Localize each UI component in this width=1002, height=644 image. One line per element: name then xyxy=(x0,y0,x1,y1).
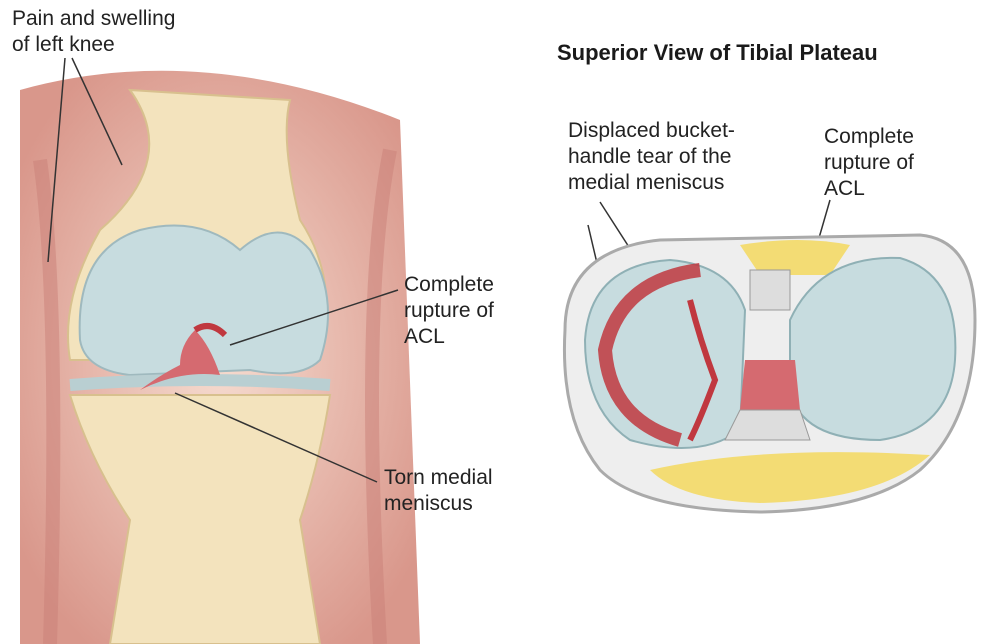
label-bucket-handle-tear: Displaced bucket- handle tear of the med… xyxy=(568,118,735,196)
label-line: rupture of xyxy=(404,299,494,322)
tibial-plateau-superior-view xyxy=(562,233,977,514)
label-acl-rupture-left: Complete rupture of ACL xyxy=(404,272,494,350)
label-torn-meniscus: Torn medial meniscus xyxy=(384,465,493,517)
label-line: Complete xyxy=(404,273,494,296)
label-line: Complete xyxy=(824,125,914,148)
label-line: Displaced bucket- xyxy=(568,119,735,142)
label-line: Pain and swelling xyxy=(12,7,176,30)
label-line: rupture of xyxy=(824,151,914,174)
label-line: meniscus xyxy=(384,492,473,515)
label-line: handle tear of the xyxy=(568,145,732,168)
left-knee-anterior-view xyxy=(20,70,420,644)
label-acl-rupture-right: Complete rupture of ACL xyxy=(824,124,914,202)
diagram-title: Superior View of Tibial Plateau xyxy=(557,40,878,65)
label-pain-swelling: Pain and swelling of left knee xyxy=(12,6,175,58)
label-line: of left knee xyxy=(12,33,115,56)
label-line: medial meniscus xyxy=(568,171,725,194)
label-line: ACL xyxy=(824,177,865,200)
label-line: Torn medial xyxy=(384,466,493,489)
label-line: ACL xyxy=(404,325,445,348)
